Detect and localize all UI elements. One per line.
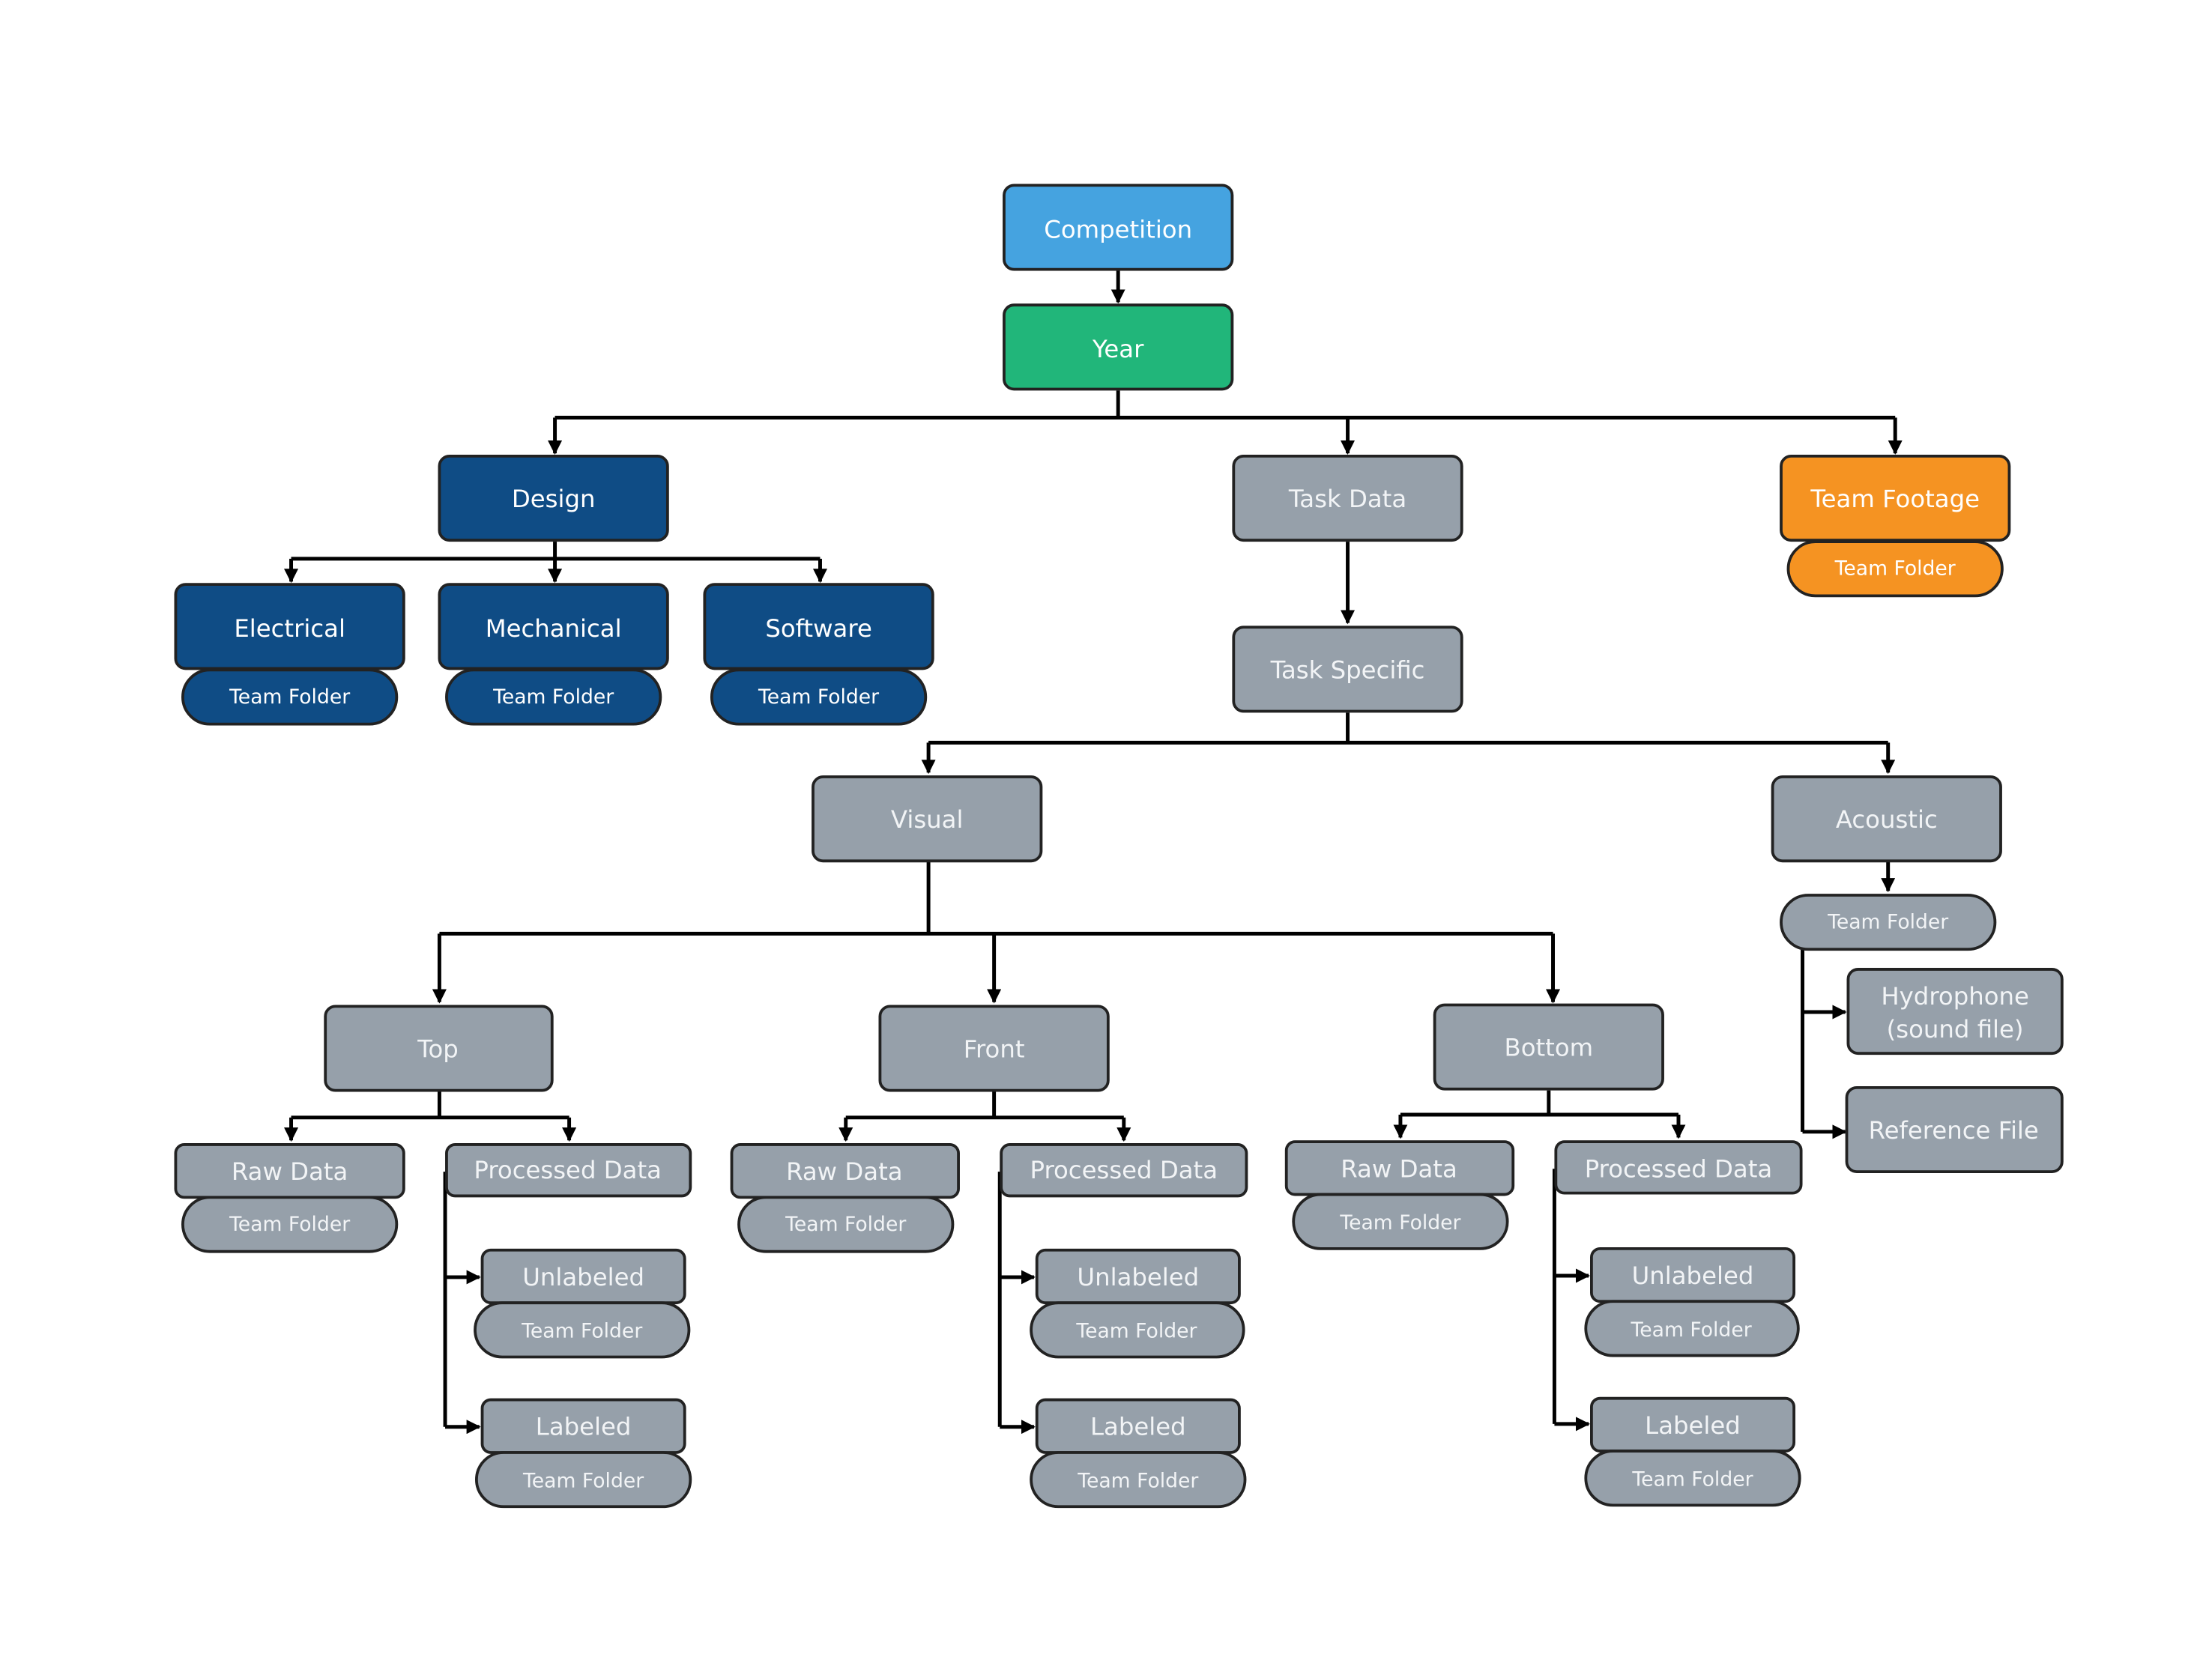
node-front-unlabeled: Unlabeled Team Folder: [1030, 1248, 1245, 1359]
node-front: Front: [878, 1005, 1110, 1092]
label-top-labeled: Labeled: [536, 1413, 632, 1441]
label-front: Front: [964, 1035, 1025, 1063]
label-mechanical: Mechanical: [486, 614, 622, 643]
node-task-specific: Task Specific: [1232, 626, 1463, 713]
label-top-raw-data: Raw Data: [232, 1157, 348, 1186]
label-top-unlabeled-team-folder: Team Folder: [521, 1320, 642, 1343]
node-top-labeled: Labeled Team Folder: [475, 1398, 692, 1509]
label-mechanical-team-folder: Team Folder: [492, 685, 614, 709]
label-acoustic: Acoustic: [1836, 805, 1938, 834]
label-bottom-raw-data: Raw Data: [1341, 1154, 1457, 1183]
node-bottom-raw-data: Raw Data Team Folder: [1284, 1140, 1515, 1250]
label-competition: Competition: [1044, 215, 1192, 243]
label-front-unlabeled: Unlabeled: [1077, 1263, 1199, 1291]
node-top: Top: [324, 1005, 554, 1092]
node-visual: Visual: [812, 775, 1043, 863]
node-bottom-unlabeled: Unlabeled Team Folder: [1584, 1247, 1800, 1357]
node-software: Software Team Folder: [703, 583, 934, 726]
label-bottom-processed-data: Processed Data: [1585, 1154, 1773, 1183]
label-bottom: Bottom: [1505, 1034, 1594, 1062]
label-electrical-team-folder: Team Folder: [229, 685, 350, 709]
connectors: [284, 270, 1903, 1435]
node-mechanical: Mechanical Team Folder: [438, 583, 669, 726]
label-top-raw-team-folder: Team Folder: [229, 1213, 350, 1236]
label-bottom-unlabeled: Unlabeled: [1632, 1261, 1754, 1290]
label-hydrophone-line2: (sound file): [1887, 1015, 2024, 1044]
label-front-labeled: Labeled: [1090, 1413, 1186, 1441]
label-software: Software: [765, 614, 872, 643]
node-top-unlabeled: Unlabeled Team Folder: [474, 1248, 691, 1359]
label-task-data: Task Data: [1288, 485, 1406, 513]
node-front-labeled: Labeled Team Folder: [1030, 1398, 1247, 1509]
node-hydrophone: Hydrophone (sound file): [1846, 968, 2064, 1055]
node-bottom-processed-data: Processed Data: [1554, 1140, 1803, 1195]
node-year: Year: [1003, 303, 1234, 391]
node-task-data: Task Data: [1232, 454, 1463, 542]
node-bottom-labeled: Labeled Team Folder: [1584, 1396, 1801, 1507]
label-front-raw-data: Raw Data: [786, 1157, 902, 1186]
label-front-unlabeled-team-folder: Team Folder: [1075, 1320, 1197, 1343]
label-team-footage-team-folder: Team Folder: [1834, 557, 1956, 581]
label-design: Design: [512, 485, 596, 513]
label-bottom-raw-team-folder: Team Folder: [1339, 1211, 1460, 1235]
node-front-raw-data: Raw Data Team Folder: [730, 1143, 960, 1253]
label-team-footage: Team Footage: [1810, 485, 1980, 513]
label-bottom-labeled: Labeled: [1645, 1411, 1741, 1440]
node-top-raw-data: Raw Data Team Folder: [174, 1143, 405, 1253]
label-visual: Visual: [891, 805, 964, 834]
label-bottom-labeled-team-folder: Team Folder: [1631, 1468, 1753, 1491]
node-front-processed-data: Processed Data: [1000, 1143, 1248, 1198]
label-front-processed-data: Processed Data: [1030, 1156, 1218, 1184]
label-bottom-unlabeled-team-folder: Team Folder: [1631, 1318, 1752, 1342]
label-electrical: Electrical: [234, 614, 345, 643]
label-front-labeled-team-folder: Team Folder: [1077, 1470, 1198, 1493]
label-top: Top: [417, 1035, 459, 1063]
label-year: Year: [1092, 335, 1144, 363]
label-top-labeled-team-folder: Team Folder: [522, 1470, 644, 1493]
label-front-raw-team-folder: Team Folder: [785, 1213, 906, 1236]
label-top-processed-data: Processed Data: [474, 1156, 662, 1184]
label-hydrophone-line1: Hydrophone: [1881, 982, 2029, 1011]
node-design: Design: [438, 454, 669, 542]
node-team-footage: Team Footage Team Folder: [1780, 454, 2011, 598]
label-top-unlabeled: Unlabeled: [522, 1263, 644, 1291]
node-competition: Competition: [1003, 184, 1234, 271]
node-acoustic-team-folder: Team Folder: [1780, 894, 1997, 951]
label-reference-file: Reference File: [1869, 1116, 2039, 1145]
label-acoustic-team-folder: Team Folder: [1827, 911, 1948, 934]
node-electrical: Electrical Team Folder: [174, 583, 405, 726]
label-software-team-folder: Team Folder: [758, 685, 879, 709]
node-bottom: Bottom: [1433, 1003, 1664, 1091]
node-acoustic: Acoustic: [1771, 775, 2002, 863]
label-task-specific: Task Specific: [1270, 655, 1425, 684]
node-reference-file: Reference File: [1845, 1085, 2064, 1174]
node-top-processed-data: Processed Data: [445, 1143, 692, 1198]
